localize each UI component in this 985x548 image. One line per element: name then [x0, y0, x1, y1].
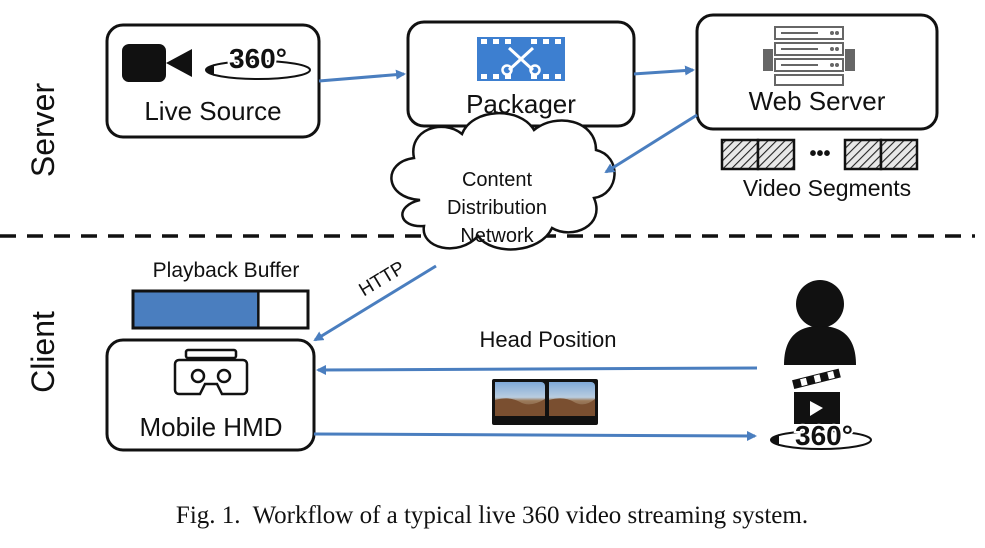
- http-edge-label: HTTP: [355, 258, 408, 302]
- web-server-node: Web Server: [695, 13, 939, 131]
- figure-caption: Fig. 1. Workflow of a typical live 360 v…: [176, 502, 808, 529]
- vr-headset-icon: [173, 348, 249, 396]
- packager-label: Packager: [466, 89, 576, 119]
- buffer-fill: [134, 292, 259, 327]
- web-server-label: Web Server: [749, 86, 886, 116]
- live-source-node: 360° Live Source: [105, 23, 321, 139]
- live-source-label: Live Source: [144, 96, 281, 126]
- head-position-label: Head Position: [480, 327, 617, 352]
- cdn-cloud: Content Distribution Network: [390, 111, 616, 251]
- source-360-badge: 360°: [229, 43, 287, 74]
- person-icon: [784, 280, 856, 365]
- film-scissors-icon: [477, 37, 565, 81]
- playback-buffer-label: Playback Buffer: [153, 259, 300, 282]
- client-360-badge: 360°: [795, 420, 853, 451]
- server-rack-icon: [763, 26, 855, 86]
- arrow-webserver-to-cdn: [604, 113, 698, 174]
- arrow-source-to-packager: [318, 69, 406, 83]
- arrow-head-position: [316, 364, 758, 375]
- stereo-frame-icon: [492, 379, 598, 425]
- cdn-label-line3: Network: [460, 225, 534, 247]
- client-side-label: Client: [25, 311, 61, 393]
- video-camera-icon: [122, 44, 192, 82]
- playback-buffer: Playback Buffer: [131, 259, 310, 330]
- clapperboard-icon: [792, 368, 841, 424]
- rotate-360-icon: 360°: [205, 41, 311, 80]
- cdn-label-line2: Distribution: [447, 197, 547, 219]
- mobile-hmd-node: Mobile HMD: [105, 338, 316, 452]
- arrow-cdn-to-hmd: [313, 264, 437, 342]
- arrow-hmd-to-user: [313, 430, 757, 441]
- cdn-label-line1: Content: [462, 169, 532, 191]
- arrow-packager-to-webserver: [633, 65, 695, 76]
- video-segments-label: Video Segments: [743, 175, 911, 201]
- mobile-hmd-label: Mobile HMD: [139, 412, 282, 442]
- client-rotate-360-icon: 360°: [770, 418, 872, 453]
- packager-node: Packager: [406, 20, 636, 128]
- video-segments: ••• Video Segments: [720, 138, 919, 201]
- server-side-label: Server: [25, 83, 61, 178]
- segments-ellipsis: •••: [809, 143, 830, 165]
